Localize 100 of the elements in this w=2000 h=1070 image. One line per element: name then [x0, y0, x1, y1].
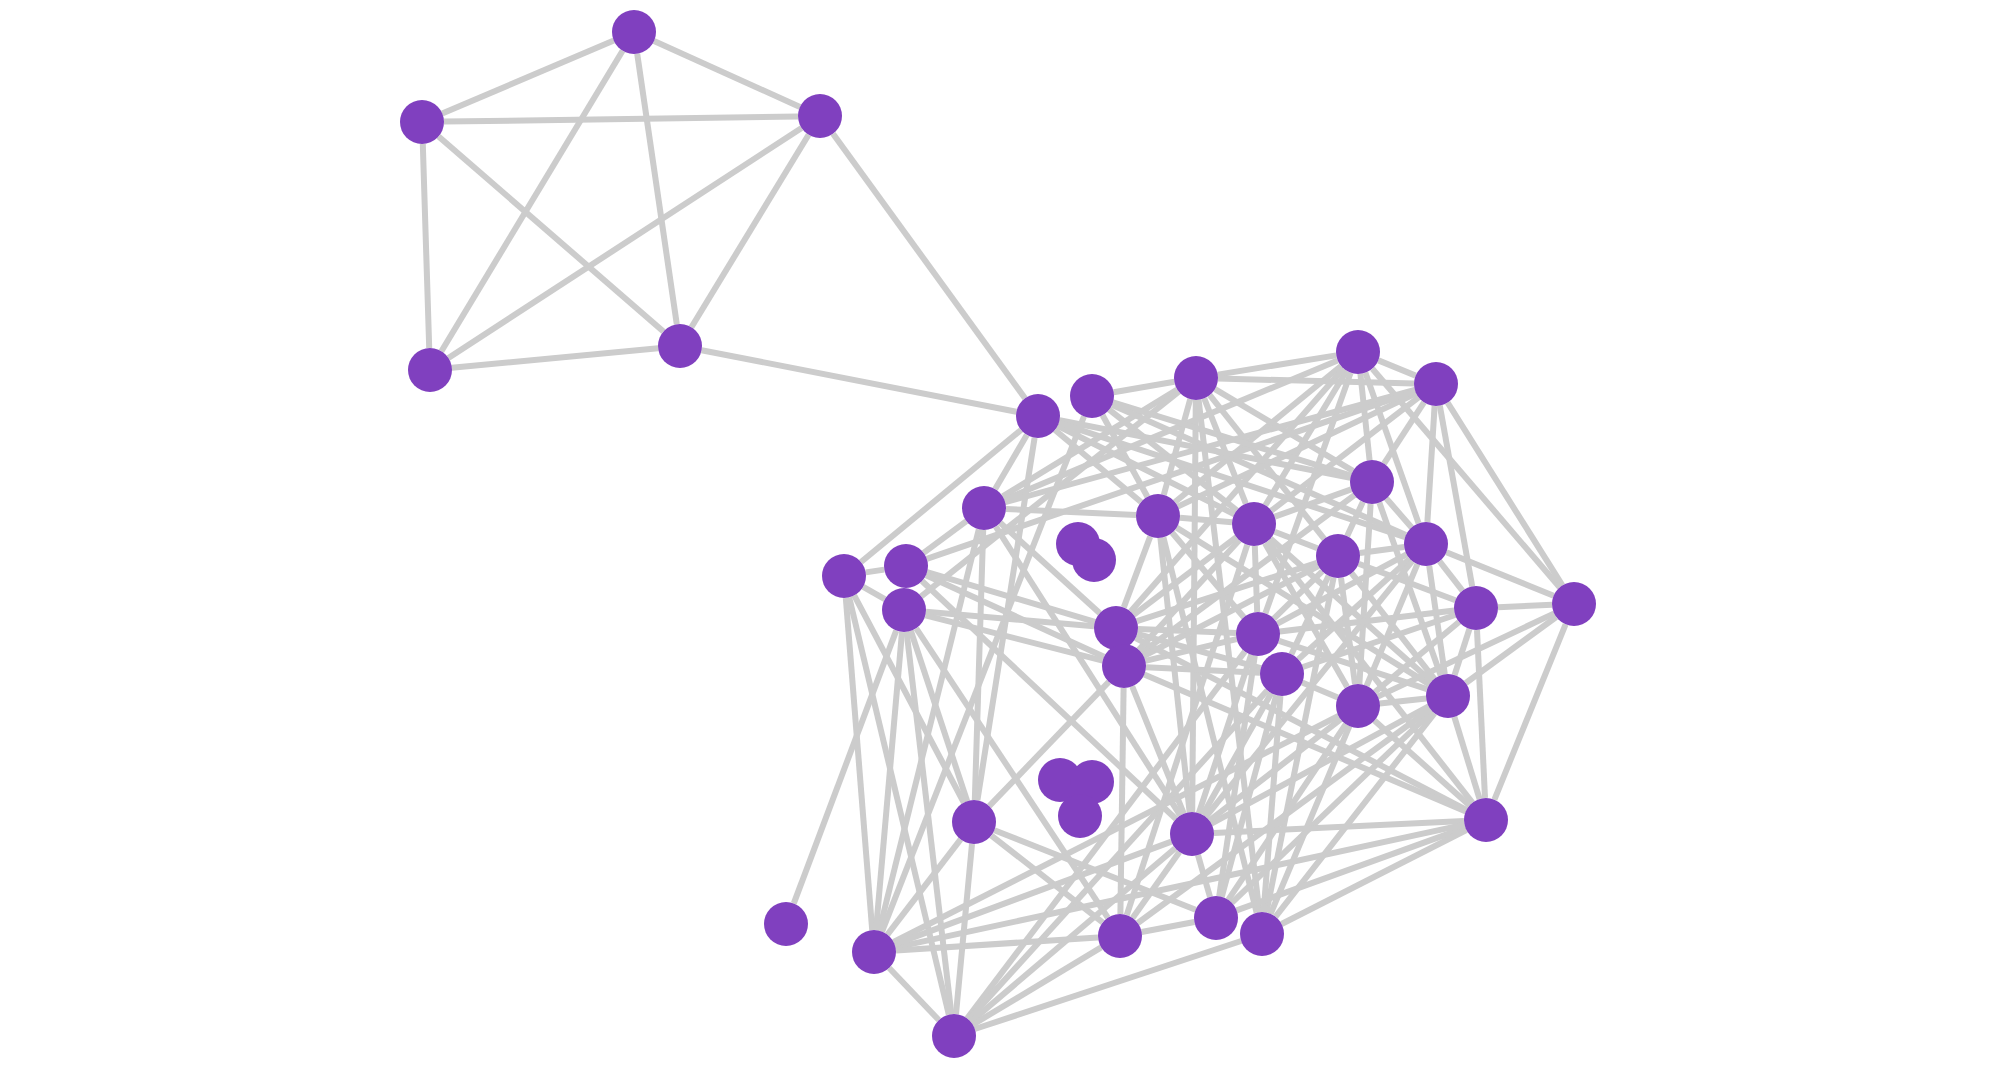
graph-node: [1236, 612, 1280, 656]
connector-line: [1112, 399, 1352, 479]
connector-line: [1195, 854, 1213, 898]
connector-line: [1144, 636, 1238, 664]
graph-node: [962, 486, 1006, 530]
connector-line: [861, 584, 887, 602]
connector-line: [1265, 539, 1475, 805]
connector-line: [993, 525, 1183, 817]
connector-line: [926, 569, 1096, 625]
connector-line: [895, 934, 1099, 954]
graph-node: [1414, 362, 1458, 406]
connector-line: [1218, 694, 1280, 898]
connector-line: [973, 938, 1243, 1032]
connector-line: [1141, 919, 1195, 935]
connector-line: [1268, 536, 1434, 684]
connector-line: [1129, 685, 1187, 815]
graph-node: [1058, 794, 1102, 838]
connector-line: [1288, 574, 1332, 656]
graph-node: [1194, 896, 1238, 940]
connector-line: [1262, 369, 1350, 507]
connector-line: [1344, 500, 1366, 538]
connector-line: [1362, 371, 1422, 525]
connector-line: [1189, 399, 1199, 813]
connector-line: [1201, 397, 1249, 505]
connector-line: [998, 520, 1102, 616]
graph-node: [884, 544, 928, 588]
connector-line: [859, 427, 1023, 565]
connector-line: [1195, 653, 1255, 815]
connector-line: [1117, 687, 1127, 915]
connector-line: [921, 518, 969, 556]
connector-line: [893, 838, 1173, 948]
connector-line: [419, 143, 433, 349]
connector-line: [873, 631, 905, 931]
connector-line: [851, 594, 967, 804]
connector-line: [791, 629, 899, 905]
connector-line: [1263, 577, 1337, 913]
connector-line: [1207, 393, 1327, 541]
connector-line: [1134, 635, 1468, 813]
connector-line: [1296, 556, 1412, 662]
connector-line: [634, 53, 680, 325]
graph-node: [1404, 522, 1448, 566]
connector-line: [451, 345, 659, 371]
graph-node: [400, 100, 444, 144]
connector-line: [1251, 545, 1261, 613]
connector-line: [964, 649, 1248, 1021]
connector-line: [1136, 630, 1262, 672]
connector-line: [971, 529, 987, 801]
connector-line: [919, 389, 1181, 599]
connector-line: [865, 566, 885, 576]
connector-line: [1203, 559, 1415, 819]
connector-line: [688, 133, 812, 329]
connector-line: [987, 679, 1111, 809]
connector-line: [913, 626, 1111, 920]
connector-line: [1445, 549, 1555, 599]
graph-node: [932, 1014, 976, 1058]
connector-line: [1225, 722, 1349, 902]
connector-line: [974, 437, 1038, 801]
connector-line: [1213, 386, 1355, 474]
graph-node: [1464, 798, 1508, 842]
connector-line: [1359, 544, 1405, 556]
connector-line: [1160, 536, 1260, 914]
connector-line: [1426, 565, 1448, 675]
connector-line: [876, 528, 982, 932]
connector-line: [446, 125, 804, 361]
connector-line: [925, 608, 1095, 630]
connector-line: [885, 837, 963, 937]
connector-line: [1136, 538, 1242, 652]
connector-line: [1273, 711, 1437, 919]
connector-line: [1111, 402, 1407, 538]
connector-line: [1123, 544, 1251, 916]
graph-node: [1070, 374, 1114, 418]
connector-line: [1276, 551, 1408, 627]
connector-line: [1301, 679, 1339, 701]
connector-line: [1130, 850, 1182, 920]
connector-line: [1209, 703, 1431, 827]
graph-node: [1316, 534, 1360, 578]
connector-line: [1451, 716, 1483, 800]
connector-line: [1279, 607, 1455, 635]
connector-line: [1273, 486, 1353, 520]
connector-line: [1216, 655, 1258, 897]
connector-line: [1142, 563, 1320, 659]
connector-line: [924, 572, 1106, 660]
connector-line: [1357, 561, 1457, 603]
connector-line: [953, 843, 975, 1015]
connector-line: [1235, 824, 1467, 914]
connector-line: [919, 578, 1179, 822]
graph-node: [1350, 460, 1394, 504]
connector-line: [1424, 405, 1438, 523]
connector-line: [1139, 492, 1357, 656]
graph-node: [882, 588, 926, 632]
connector-line: [1363, 563, 1421, 687]
connector-line: [1273, 529, 1319, 551]
connector-line: [1059, 417, 1351, 481]
connector-line: [1491, 623, 1569, 801]
connector-line: [1107, 407, 1239, 513]
connector-line: [879, 415, 1087, 933]
connector-line: [992, 433, 1030, 491]
connector-line: [1173, 363, 1343, 505]
graph-node: [1240, 912, 1284, 956]
connector-line: [1217, 352, 1337, 378]
